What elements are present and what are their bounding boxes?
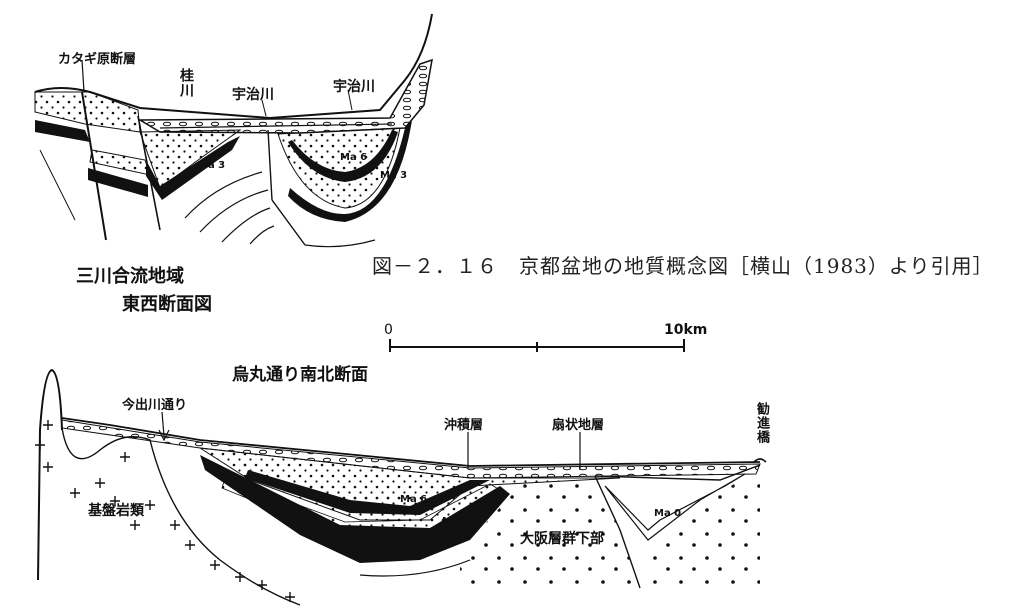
kanjin-bridge-label: 勧進橋 — [754, 402, 769, 444]
basement-cross-marks — [35, 420, 295, 602]
uji-river-label-1: 宇治川 — [232, 87, 274, 103]
ma3-right-label: Ma 3 — [380, 170, 408, 181]
scale-end-label: 10km — [664, 322, 708, 338]
katsura-river-label: 桂川 — [178, 68, 194, 98]
osaka-group-label: 大阪層群下部 — [520, 531, 604, 547]
bottom-cross-section — [37, 368, 767, 606]
scale-bar-graphic — [389, 339, 685, 352]
ma0-label: Ma 0 — [654, 508, 682, 519]
scale-start-label: 0 — [384, 322, 393, 338]
ma3-bottom-label: Ma 3 — [442, 516, 470, 527]
ma6-right-label: Ma 6 — [340, 152, 368, 163]
top-cross-section — [34, 13, 433, 248]
top-section-title-line2: 東西断面図 — [122, 294, 212, 315]
imadegawa-street-label: 今出川通り — [122, 398, 188, 413]
ma3-left-label: Ma 3 — [198, 160, 226, 171]
top-section-title-line1: 三川合流地域 — [76, 266, 184, 287]
fan-deposit-label: 扇状地層 — [552, 418, 605, 433]
uji-river-label-2: 宇治川 — [333, 79, 375, 95]
figure-caption: 図－２．１６ 京都盆地の地質概念図［横山（1983）より引用］ — [372, 254, 994, 278]
bottom-section-title: 烏丸通り南北断面 — [232, 365, 368, 385]
alluvium-label: 沖積層 — [444, 418, 484, 433]
ma6-bottom-label: Ma 6 — [400, 494, 428, 505]
basement-rock-label: 基盤岩類 — [88, 503, 144, 519]
fault-label: カタギ原断層 — [58, 52, 137, 67]
